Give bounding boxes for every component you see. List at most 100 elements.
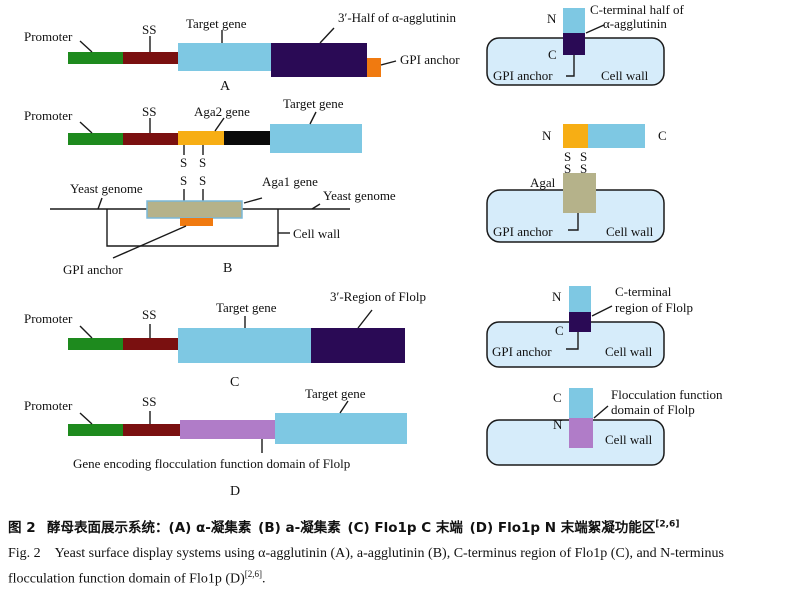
disulfide-s: S — [199, 173, 206, 188]
label-target-gene: Target gene — [305, 386, 366, 401]
label-promoter: Promoter — [24, 108, 73, 123]
gpi-anchor-box — [367, 58, 381, 77]
aga2-gene-box — [178, 131, 224, 145]
c-terminus-label: C — [658, 128, 667, 143]
label-target-gene: Target gene — [283, 96, 344, 111]
target-gene-box — [178, 328, 311, 363]
label-agglutinin-half: 3′-Half of α-agglutinin — [338, 10, 456, 25]
caption-english-end: . — [262, 571, 266, 587]
panel-b: Promoter SS Aga2 gene Target gene S S S … — [24, 96, 396, 277]
label-gpi-anchor: GPI anchor — [63, 262, 123, 277]
flocculation-domain-box — [180, 420, 275, 439]
label-domain-of-flolp: domain of Flolp — [611, 402, 695, 417]
disulfide-s: S — [199, 155, 206, 170]
ss-segment — [123, 338, 178, 350]
ss-segment — [123, 424, 180, 436]
label-promoter: Promoter — [24, 398, 73, 413]
caption-chinese: 图 2 酵母表面展示系统：(A) α-凝集素 (B) a-凝集素 (C) Flo… — [8, 516, 680, 537]
c-terminus-label: C — [548, 47, 557, 62]
gpi-anchor-box — [180, 218, 213, 226]
promoter-segment — [68, 424, 123, 436]
c-terminus-label: C — [555, 323, 564, 338]
disulfide-s: S — [180, 173, 187, 188]
ss-segment — [123, 52, 178, 64]
caption-english-ref: [2,6] — [244, 569, 263, 579]
linker-segment — [224, 131, 270, 145]
cell-diagram-d: C N Flocculation function domain of Flol… — [486, 387, 723, 466]
promoter-segment — [68, 52, 123, 64]
disulfide-s: S — [580, 161, 587, 176]
disulfide-s: S — [564, 149, 571, 164]
label-target-gene: Target gene — [216, 300, 277, 315]
aga1-protein — [563, 173, 596, 213]
panel-letter-a: A — [220, 79, 231, 94]
label-agal: Agal — [530, 175, 556, 190]
disulfide-s: S — [564, 161, 571, 176]
promoter-segment — [68, 338, 123, 350]
cell-diagram-c: N C C-terminal region of Flolp GPI ancho… — [486, 284, 693, 368]
panel-d: Promoter SS Target gene Gene encoding fl… — [24, 386, 407, 499]
label-target-gene: Target gene — [186, 16, 247, 31]
caption-chinese-text: 图 2 酵母表面展示系统：(A) α-凝集素 (B) a-凝集素 (C) Flo… — [8, 520, 656, 536]
label-cell-wall: Cell wall — [601, 68, 649, 83]
aga2-protein — [563, 124, 588, 148]
label-yeast-genome: Yeast genome — [70, 181, 143, 196]
target-gene-box — [270, 124, 362, 153]
label-promoter: Promoter — [24, 311, 73, 326]
label-c-terminal: C-terminal — [615, 284, 672, 299]
n-terminus-label: N — [547, 11, 557, 26]
label-ss: SS — [142, 22, 156, 37]
target-protein — [588, 124, 645, 148]
target-protein — [569, 388, 593, 418]
label-ss: SS — [142, 307, 156, 322]
caption-english-text: Fig. 2 Yeast surface display systems usi… — [8, 546, 724, 587]
n-terminus-label: N — [552, 289, 562, 304]
promoter-segment — [68, 133, 123, 145]
label-flocculation-function: Flocculation function — [611, 387, 723, 402]
target-protein — [569, 286, 591, 312]
panel-letter-c: C — [230, 375, 239, 390]
figure-diagram: .c-prom{fill:#1e8a1e}.c-ss{fill:#7a1010}… — [24, 2, 723, 499]
label-promoter: Promoter — [24, 29, 73, 44]
label-c-terminal-half: C-terminal half of — [590, 2, 685, 17]
n-terminus-label: N — [542, 128, 552, 143]
target-protein — [563, 8, 585, 33]
label-ss: SS — [142, 394, 156, 409]
agglutinin-half-box — [271, 43, 367, 77]
label-gpi-anchor: GPI anchor — [493, 68, 553, 83]
label-gpi-anchor: GPI anchor — [492, 344, 552, 359]
disulfide-s: S — [180, 155, 187, 170]
label-ss: SS — [142, 104, 156, 119]
flolp-anchor — [569, 312, 591, 332]
target-gene-box — [178, 43, 271, 71]
label-alpha-agglutinin: α-agglutinin — [603, 16, 667, 31]
label-aga1-gene: Aga1 gene — [262, 174, 318, 189]
caption-chinese-ref: [2,6] — [655, 519, 680, 530]
disulfide-s: S — [580, 149, 587, 164]
panel-a: Promoter SS Target gene 3′-Half of α-agg… — [24, 10, 460, 94]
label-cell-wall: Cell wall — [605, 344, 653, 359]
c-terminus-label: C — [553, 390, 562, 405]
n-terminus-label: N — [553, 417, 563, 432]
label-aga2-gene: Aga2 gene — [194, 104, 250, 119]
label-cell-wall: Cell wall — [606, 224, 654, 239]
label-flocculation-gene: Gene encoding flocculation function doma… — [73, 456, 350, 471]
aga1-gene-box — [146, 200, 243, 219]
label-cell-wall: Cell wall — [293, 226, 341, 241]
cell-diagram-a: N C C-terminal half of α-agglutinin GPI … — [486, 2, 685, 86]
label-yeast-genome-2: Yeast genome — [323, 188, 396, 203]
label-flolp-region: 3′-Region of Flolp — [330, 289, 426, 304]
agglutinin-anchor — [563, 33, 585, 55]
flolp-region-box — [311, 328, 405, 363]
ss-segment — [123, 133, 178, 145]
label-cell-wall: Cell wall — [605, 432, 653, 447]
cell-diagram-b: N C S S S S Agal GPI anchor Cell wall — [486, 124, 667, 243]
caption-english: Fig. 2 Yeast surface display systems usi… — [8, 543, 783, 590]
panel-c: Promoter SS Target gene 3′-Region of Flo… — [24, 289, 426, 390]
label-region-of-flolp: region of Flolp — [615, 300, 693, 315]
panel-letter-b: B — [223, 261, 232, 276]
flocculation-domain-protein — [569, 418, 593, 448]
panel-letter-d: D — [230, 484, 240, 499]
label-gpi-anchor: GPI anchor — [493, 224, 553, 239]
target-gene-box — [275, 413, 407, 444]
